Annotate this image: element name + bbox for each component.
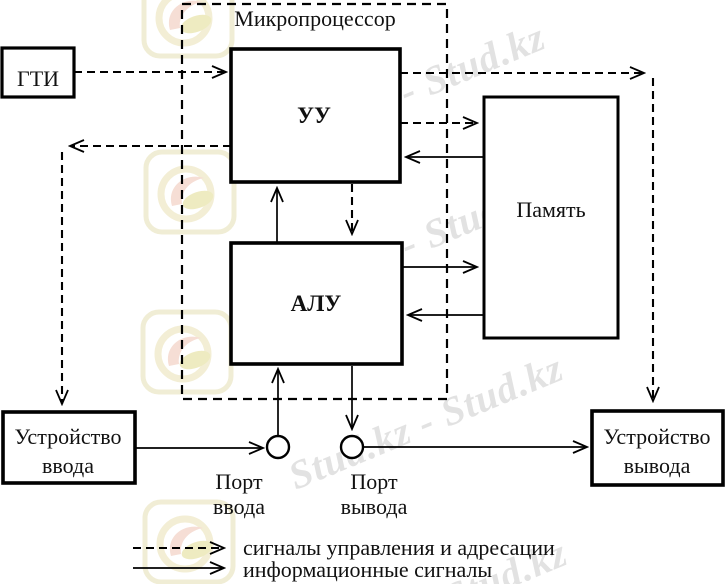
legend-info-signals-label: информационные сигналы [243, 557, 492, 582]
alu-label: АЛУ [291, 291, 342, 316]
output-device-box [590, 409, 725, 487]
input-port-circle [265, 434, 291, 460]
legend-control-signals-label: сигналы управления и адресации [243, 535, 555, 560]
output-device-label-line1: Устройство [604, 424, 711, 449]
watermark-logo-icon [140, 309, 234, 395]
input-device-label-line1: Устройство [15, 424, 122, 449]
output-device-label-line2: вывода [624, 453, 691, 478]
output-port-label-line2: вывода [341, 494, 408, 519]
watermark-logo-icon [143, 149, 237, 235]
memory-box [482, 95, 620, 340]
control-unit-box [229, 47, 402, 184]
input-port-label-line1: Порт [215, 469, 263, 494]
gti-box [0, 46, 76, 99]
input-port-label-line2: ввода [213, 494, 265, 519]
microprocessor-label: Микропроцессор [234, 6, 395, 31]
gti-label: ГТИ [17, 66, 59, 91]
output-port-label-line1: Порт [350, 469, 398, 494]
legend: сигналы управления и адресации информаци… [133, 535, 555, 582]
output-port-circle [339, 434, 365, 460]
input-device-box [1, 410, 137, 485]
input-device-label-line2: ввода [42, 453, 94, 478]
watermark-text: Stud.kz - Stud.kz [282, 345, 570, 499]
memory-label: Память [516, 197, 585, 222]
watermark-logo-icon [141, 0, 235, 59]
control-unit-label: УУ [297, 103, 331, 128]
alu-box [229, 241, 404, 366]
